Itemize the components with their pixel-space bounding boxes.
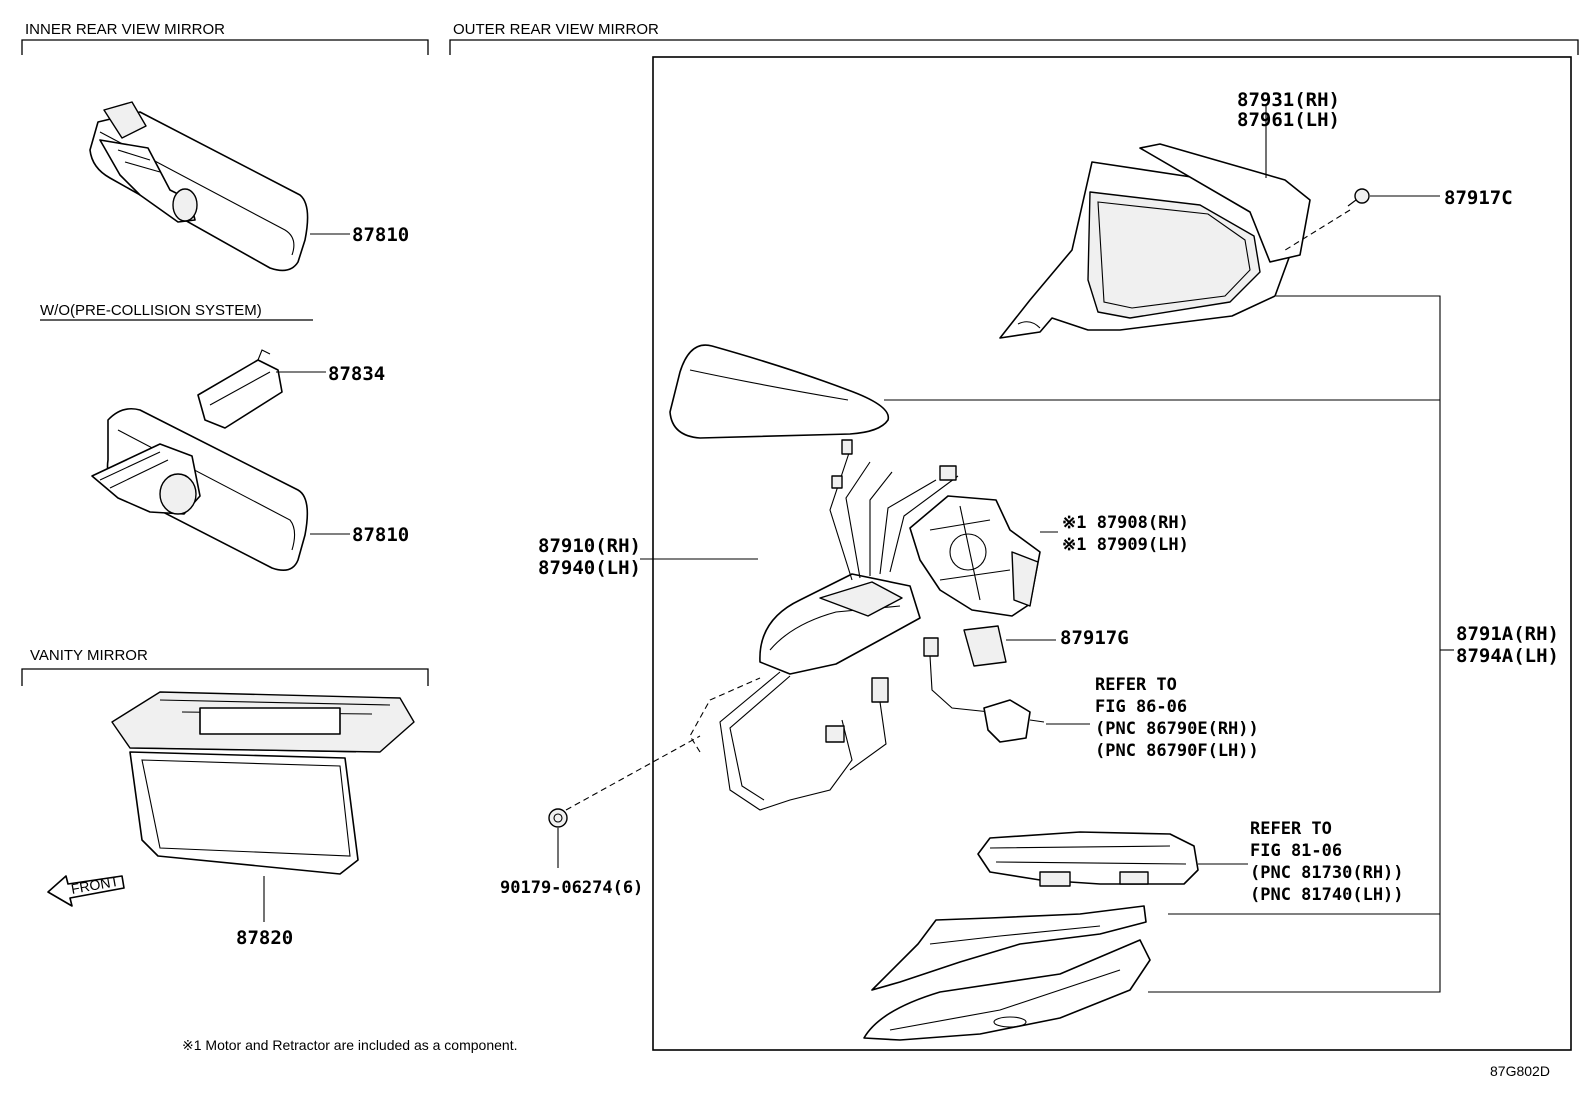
mirror-cover-87834 <box>197 349 283 429</box>
section-wo-pre-collision: W/O(PRE-COLLISION SYSTEM) <box>40 302 262 319</box>
label-8791a-rh: 8791A(RH) <box>1456 623 1559 645</box>
label-8794a-lh: 8794A(LH) <box>1456 645 1559 667</box>
refer1-line1: REFER TO <box>1095 675 1177 695</box>
vanity-mirror-bracket <box>21 668 429 686</box>
label-87909-lh: ※1 87909(LH) <box>1062 535 1189 555</box>
refer2-line4: (PNC 81740(LH)) <box>1250 885 1404 905</box>
label-87908-rh: ※1 87908(RH) <box>1062 513 1189 533</box>
screw-87917c <box>1347 188 1370 207</box>
inner-mirror-illustration-1 <box>89 101 309 272</box>
label-87940-lh: 87940(LH) <box>538 557 641 579</box>
section-outer-rear-view-mirror: OUTER REAR VIEW MIRROR <box>453 21 659 38</box>
refer2-line1: REFER TO <box>1250 819 1332 839</box>
outer-mirror-bracket <box>449 39 1579 55</box>
wiring-harness-lower <box>689 671 889 811</box>
outer-mirror-frame <box>652 56 1572 1051</box>
refer2-line2: FIG 81-06 <box>1250 841 1342 861</box>
wiring-harness-upper <box>829 439 959 581</box>
label-87931-rh: 87931(RH) <box>1237 89 1340 111</box>
turn-signal-lamp <box>977 831 1199 887</box>
section-vanity-mirror: VANITY MIRROR <box>30 647 148 664</box>
lower-cover-upper <box>871 905 1147 991</box>
label-87820: 87820 <box>236 927 293 949</box>
refer1-line2: FIG 86-06 <box>1095 697 1187 717</box>
label-87917c: 87917C <box>1444 187 1513 209</box>
footnote: ※1 Motor and Retractor are included as a… <box>182 1037 517 1053</box>
refer1-line3: (PNC 86790E(RH)) <box>1095 719 1259 739</box>
camera-harness <box>923 637 1045 743</box>
lower-cover-lower <box>863 939 1151 1041</box>
mirror-housing-87931 <box>999 143 1311 339</box>
mirror-base-87910 <box>759 573 921 675</box>
refer2-line3: (PNC 81730(RH)) <box>1250 863 1404 883</box>
dashed-leader-nut <box>565 735 701 811</box>
section-inner-rear-view-mirror: INNER REAR VIEW MIRROR <box>25 21 225 38</box>
inner-mirror-illustration-2 <box>91 407 309 571</box>
inner-mirror-bracket <box>21 39 429 55</box>
front-arrow-icon <box>47 875 125 907</box>
label-87961-lh: 87961(LH) <box>1237 109 1340 131</box>
refer1-line4: (PNC 86790F(LH)) <box>1095 741 1259 761</box>
pad-87917g <box>963 625 1007 667</box>
label-87834: 87834 <box>328 363 385 385</box>
retractor-motor-87908 <box>909 495 1041 617</box>
dashed-leader-87917c <box>1281 209 1351 253</box>
vanity-mirror-illustration <box>111 691 415 875</box>
label-90179: 90179-06274(6) <box>500 878 643 898</box>
label-87810-upper: 87810 <box>352 224 409 246</box>
label-87810-lower: 87810 <box>352 524 409 546</box>
assembly-bracket <box>1148 295 1441 993</box>
nut-90179 <box>548 808 568 828</box>
label-87917g: 87917G <box>1060 627 1129 649</box>
label-87910-rh: 87910(RH) <box>538 535 641 557</box>
mirror-glass <box>669 344 890 439</box>
figure-code: 87G802D <box>1490 1063 1550 1079</box>
